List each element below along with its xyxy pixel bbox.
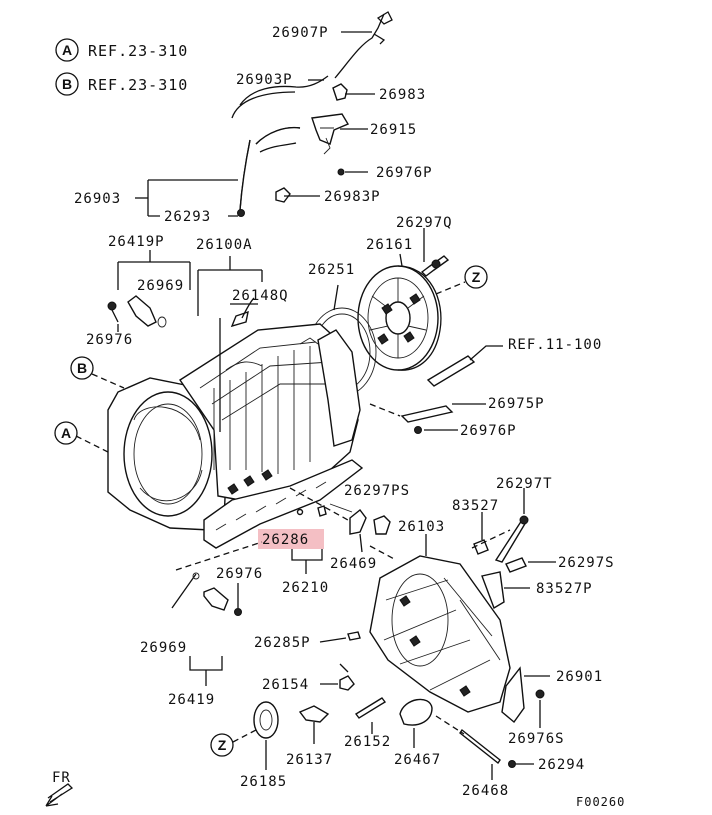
label-26154[interactable]: 26154 <box>262 677 309 693</box>
label-26907P[interactable]: 26907P <box>272 25 329 41</box>
leaders-pump <box>333 228 488 311</box>
label-ref-11-100[interactable]: REF.11-100 <box>508 337 602 353</box>
label-83527[interactable]: 83527 <box>452 498 499 514</box>
label-26419P[interactable]: 26419P <box>108 234 165 250</box>
callout-b: B <box>77 360 87 376</box>
label-26297Q[interactable]: 26297Q <box>396 215 453 231</box>
label-26468[interactable]: 26468 <box>462 783 509 799</box>
label-26297T[interactable]: 26297T <box>496 476 553 492</box>
ref-b-letter: B <box>62 76 72 92</box>
ref-11-100-group <box>369 345 503 434</box>
label-26901[interactable]: 26901 <box>556 669 603 685</box>
label-83527P[interactable]: 83527P <box>536 581 593 597</box>
label-26976P-mid[interactable]: 26976P <box>460 423 517 439</box>
label-26152[interactable]: 26152 <box>344 734 391 750</box>
label-26983P[interactable]: 26983P <box>324 189 381 205</box>
label-26297PS[interactable]: 26297PS <box>344 483 410 499</box>
ref-b-text[interactable]: REF.23-310 <box>88 76 188 94</box>
label-26903[interactable]: 26903 <box>74 191 121 207</box>
label-26100A[interactable]: 26100A <box>196 237 253 253</box>
label-26903P[interactable]: 26903P <box>236 72 293 88</box>
oil-pump-group <box>307 255 450 397</box>
front-arrow <box>45 783 74 807</box>
sensor-26419P-group <box>107 250 191 332</box>
label-26297S[interactable]: 26297S <box>558 555 615 571</box>
label-26915[interactable]: 26915 <box>370 122 417 138</box>
label-26148Q[interactable]: 26148Q <box>232 288 289 304</box>
callout-z-lower: Z <box>218 737 227 753</box>
transmission-case <box>107 297 364 549</box>
label-26210[interactable]: 26210 <box>282 580 329 596</box>
label-26976S[interactable]: 26976S <box>508 731 565 747</box>
label-26161[interactable]: 26161 <box>366 237 413 253</box>
label-26975P[interactable]: 26975P <box>488 396 545 412</box>
label-26185[interactable]: 26185 <box>240 774 287 790</box>
leaders-case <box>54 256 263 453</box>
label-26469[interactable]: 26469 <box>330 556 377 572</box>
label-26983[interactable]: 26983 <box>379 87 426 103</box>
label-26969-top[interactable]: 26969 <box>137 278 184 294</box>
ref-legend-b: B REF.23-310 <box>55 72 188 96</box>
ref-legend-a: A REF.23-310 <box>55 38 188 62</box>
figure-code: F00260 <box>576 795 625 809</box>
leaders-top <box>135 31 375 217</box>
label-26251[interactable]: 26251 <box>308 262 355 278</box>
sensor-26419-group <box>171 541 263 686</box>
label-fr: FR <box>52 770 71 786</box>
label-26467[interactable]: 26467 <box>394 752 441 768</box>
label-26137[interactable]: 26137 <box>286 752 333 768</box>
label-26976P-top[interactable]: 26976P <box>376 165 433 181</box>
ref-a-letter: A <box>62 42 72 58</box>
extension-case <box>210 488 556 780</box>
label-26976-left[interactable]: 26976 <box>86 332 133 348</box>
label-26103[interactable]: 26103 <box>398 519 445 535</box>
dipstick-tube-group <box>231 11 393 217</box>
highlight-26286 <box>258 529 324 549</box>
label-26419[interactable]: 26419 <box>168 692 215 708</box>
ref-a-text[interactable]: REF.23-310 <box>88 42 188 60</box>
label-26293[interactable]: 26293 <box>164 209 211 225</box>
label-26285P[interactable]: 26285P <box>254 635 311 651</box>
label-26976-mid[interactable]: 26976 <box>216 566 263 582</box>
dipstick-part <box>334 13 385 79</box>
callout-a: A <box>61 425 71 441</box>
label-26294[interactable]: 26294 <box>538 757 585 773</box>
callout-z-upper: Z <box>472 269 481 285</box>
parts-26286-group <box>258 487 391 574</box>
label-26969-bottom[interactable]: 26969 <box>140 640 187 656</box>
label-26286[interactable]: 26286 <box>262 532 309 548</box>
